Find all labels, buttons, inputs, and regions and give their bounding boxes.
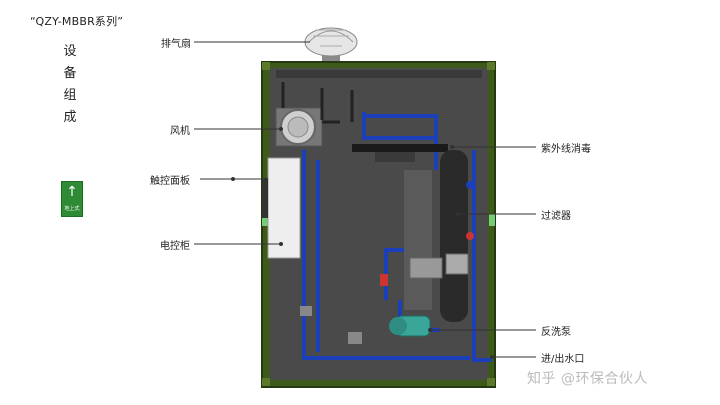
label-blower: 风机 — [170, 126, 190, 137]
title-char-1: 设 — [63, 44, 77, 59]
series-title: “QZY-MBBR系列” — [30, 15, 124, 28]
title-char-2: 备 — [63, 66, 77, 81]
uv-disinfection-tube — [352, 144, 448, 152]
label-inlet-outlet: 进/出水口 — [541, 354, 585, 365]
badge-label: 地上式 — [64, 206, 80, 212]
label-uv-disinfection: 紫外线消毒 — [541, 144, 591, 155]
exhaust-fan-unit — [304, 27, 358, 64]
above-ground-badge: ↑ 地上式 — [61, 181, 83, 217]
filter-tank — [440, 150, 468, 322]
watermark: 知乎 @环保合伙人 — [527, 371, 648, 387]
blower-unit — [275, 107, 323, 147]
label-control-cabinet: 电控柜 — [160, 241, 190, 252]
title-char-3: 组 — [63, 88, 77, 103]
label-exhaust-fan: 排气扇 — [161, 39, 191, 50]
label-backwash-pump: 反洗泵 — [541, 327, 571, 338]
label-filter: 过滤器 — [541, 211, 571, 222]
title-char-4: 成 — [63, 110, 77, 125]
control-cabinet — [267, 157, 301, 259]
leader-lines — [194, 41, 536, 358]
label-touch-panel: 触控面板 — [150, 176, 190, 187]
up-arrow-icon: ↑ — [66, 184, 78, 200]
